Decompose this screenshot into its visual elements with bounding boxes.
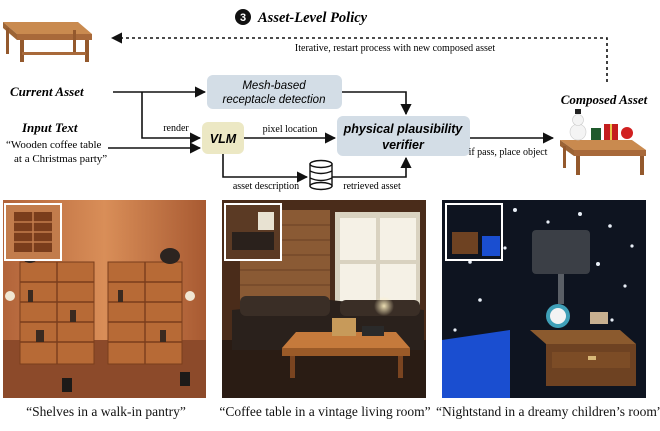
arrow-vlm-to-db — [222, 154, 309, 183]
example-image-coffee-table — [222, 200, 426, 398]
step-badge: 3 — [235, 9, 251, 25]
input-text-label: Input Text — [21, 120, 78, 135]
loop-path — [110, 32, 608, 82]
arrow-asset-render — [141, 92, 202, 144]
example-image-nightstand — [442, 200, 646, 398]
arrow-db-to-verifier — [332, 156, 412, 178]
current-asset-label: Current Asset — [10, 84, 84, 99]
mesh-detection-box: Mesh-based receptacle detection — [207, 75, 342, 109]
mesh-line-2: receptacle detection — [223, 94, 326, 106]
retrieved-asset-label: retrieved asset — [343, 181, 401, 192]
vlm-label: VLM — [210, 132, 237, 146]
verifier-box: physical plausibility verifier — [337, 116, 470, 156]
verifier-line-1: physical plausibility — [343, 122, 464, 136]
loop-note: Iterative, restart process with new comp… — [295, 43, 495, 54]
verifier-line-2: verifier — [382, 138, 425, 152]
example-caption-nightstand: “Nightstand in a dreamy children’s room” — [436, 404, 660, 419]
vlm-box: VLM — [202, 122, 244, 154]
if-pass-label: if pass, place object — [469, 147, 548, 158]
arrow-mesh-to-verifier — [342, 91, 412, 116]
step-number: 3 — [240, 12, 246, 24]
pixel-location-label: pixel location — [263, 124, 318, 135]
database-icon — [309, 159, 333, 191]
input-text-line-1: “Wooden coffee table — [6, 139, 102, 151]
input-text-line-2: at a Christmas party” — [14, 153, 107, 165]
example-caption-coffee-table: “Coffee table in a vintage living room” — [219, 404, 431, 419]
example-image-shelves — [3, 200, 206, 398]
mesh-line-1: Mesh-based — [242, 80, 306, 92]
policy-title: Asset-Level Policy — [257, 10, 368, 26]
current-asset-image — [3, 22, 92, 62]
composed-asset-image — [560, 109, 646, 175]
render-label: render — [163, 123, 189, 134]
asset-description-label: asset description — [233, 181, 299, 192]
example-caption-shelves: “Shelves in a walk-in pantry” — [26, 404, 186, 419]
composed-asset-label: Composed Asset — [561, 92, 648, 107]
